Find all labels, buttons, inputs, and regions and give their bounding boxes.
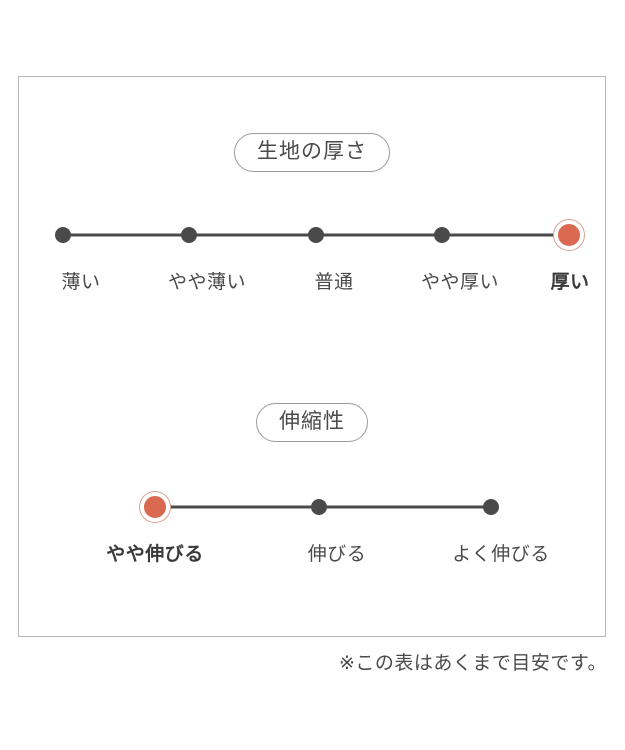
section-title-fabric-thickness: 生地の厚さ (234, 133, 390, 172)
section-title-stretchability-wrap: 伸縮性 (19, 403, 605, 442)
tick-label-nobiru: 伸びる (307, 544, 367, 565)
scale-dot-yoku-nobiru[interactable] (483, 499, 499, 515)
tick-label-yaya-atsui: やや厚い (420, 272, 500, 293)
footnote-disclaimer: ※この表はあくまで目安です。 (338, 653, 607, 674)
scale-dot-yaya-usui[interactable] (181, 227, 197, 243)
scale-stretchability[interactable] (140, 492, 535, 522)
scale-dot-futsuu[interactable] (308, 227, 324, 243)
section-title-stretchability: 伸縮性 (256, 403, 368, 442)
tick-label-atsui: 厚い (550, 272, 590, 293)
tick-label-yaya-nobiru: やや伸びる (106, 544, 204, 565)
tick-label-futsuu: 普通 (314, 272, 354, 293)
scale-dot-usui[interactable] (55, 227, 71, 243)
scale-dot-yaya-atsui[interactable] (434, 227, 450, 243)
scale-dot-atsui-selected[interactable] (554, 220, 584, 250)
tick-label-yoku-nobiru: よく伸びる (452, 544, 550, 565)
scale-fabric-thickness[interactable] (55, 220, 613, 250)
scale-dot-nobiru[interactable] (311, 499, 327, 515)
scale-dot-yaya-nobiru-selected[interactable] (140, 492, 170, 522)
section-title-fabric-thickness-wrap: 生地の厚さ (19, 133, 605, 172)
tick-label-yaya-usui: やや薄い (167, 272, 247, 293)
tick-label-usui: 薄い (61, 272, 101, 293)
spec-panel: 生地の厚さ 薄い やや薄い 普通 やや厚い 厚い 伸縮性 (18, 76, 606, 637)
